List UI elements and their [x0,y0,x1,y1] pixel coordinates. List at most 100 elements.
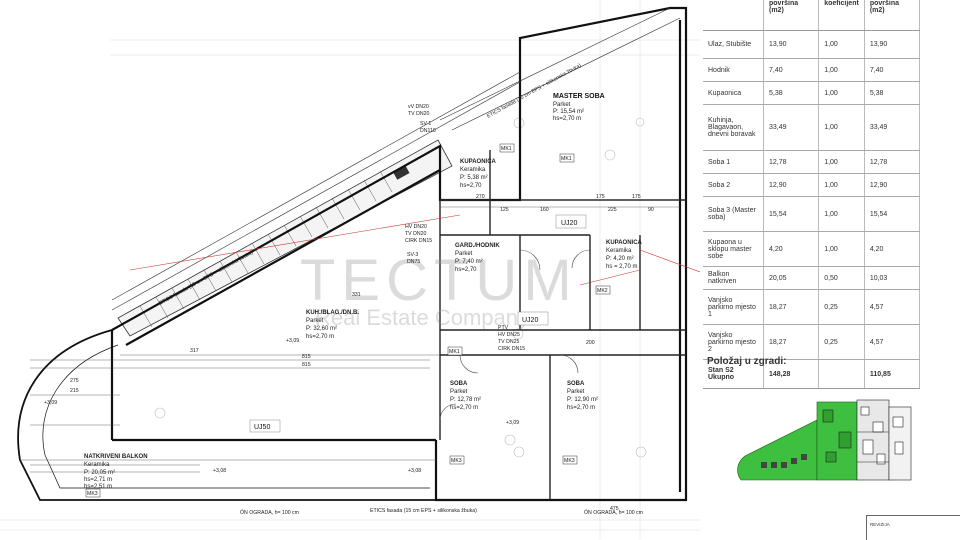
table-cell-net: 13,90 [864,30,921,59]
svg-text:Keramika: Keramika [606,248,632,254]
table-cell-coef: 1,00 [818,173,865,197]
svg-text:CIRK DN15: CIRK DN15 [498,346,525,352]
material-tags: MK1 MK1 MK1 MK2 MK3 MK3 MK3 [85,143,611,498]
svg-text:hs=2,70 m: hs=2,70 m [306,334,334,340]
table-total-name: Stan S2 Ukupno [703,359,764,389]
svg-text:475: 475 [610,506,619,512]
svg-text:PTV: PTV [498,325,509,331]
svg-text:hs=2,51 m: hs=2,51 m [84,484,112,490]
tag-mk3-a: MK3 [87,491,98,497]
table-cell-name: Kupaonica [703,81,764,105]
svg-text:270: 270 [476,194,485,200]
svg-text:175: 175 [632,194,641,200]
room-bathroom-2: KUPAONICA Keramika P: 4,20 m² hs = 2,70 … [606,240,643,270]
table-cell-area: 18,27 [763,324,820,360]
tag-mk2: MK2 [597,288,608,294]
room-label-master: MASTER SOBA [553,93,605,100]
fence-note-left: ŌN OGRADA, h= 100 cm [240,509,299,516]
room-label-bathroom: KUPAONICA [460,159,497,165]
svg-text:225: 225 [608,207,617,213]
svg-text:vV DN20: vV DN20 [408,104,429,110]
svg-text:HV DN25: HV DN25 [498,332,520,338]
area-table-panel: površina (m2) koeficijent površina (m2) … [703,0,921,389]
wall-type-tags: UJ20 UJ20 UJ50 [249,214,587,433]
level-mark-3: +3,08 [213,468,226,474]
grid-axis-markers [154,117,647,458]
table-cell-coef: 1,00 [818,150,865,174]
table-cell-area: 18,27 [763,289,820,325]
svg-text:P: 7,40 m²: P: 7,40 m² [455,259,483,265]
table-cell-coef: 1,00 [818,231,865,267]
table-cell-name: Soba 2 [703,173,764,197]
table-cell-net: 12,78 [864,150,921,174]
tag-uj50: UJ50 [254,424,270,431]
table-header-row: površina (m2) koeficijent površina (m2) [703,0,921,31]
svg-text:DN110: DN110 [420,128,436,134]
svg-text:125: 125 [500,207,509,213]
dimension-lines [30,199,680,473]
svg-text:SV-3: SV-3 [407,252,418,258]
table-cell-name: Kuhinja, Blagavaon, dnevni boravak [703,104,764,151]
table-cell-net: 12,90 [864,173,921,197]
svg-text:hs=2,70: hs=2,70 [455,267,477,273]
svg-text:P: 20,05 m²: P: 20,05 m² [84,470,115,476]
table-header: površina (m2) [864,0,921,31]
svg-text:P: 12,78 m²: P: 12,78 m² [450,397,481,403]
table-cell-net: 4,57 [864,289,921,325]
section-lines [129,214,700,286]
table-cell-name: Soba 3 (Master soba) [703,196,764,232]
room-bedroom-2: SOBA Parket P: 12,90 m² hs=2,70 m [567,381,598,411]
svg-text:DN75: DN75 [407,259,420,265]
svg-text:hs=2,70 m: hs=2,70 m [450,405,478,411]
svg-text:160: 160 [540,207,549,213]
outer-walls [110,6,688,502]
room-label-balcony: NATKRIVENI BALKON [84,454,148,460]
watermark-logo: TECTUM [300,248,578,313]
svg-text:HV DN20: HV DN20 [405,224,427,230]
svg-text:275: 275 [70,378,79,384]
floor-plan-drawing: TECTUM Real Estate Company MASTER SOBA P… [0,0,700,539]
tag-uj20-mid: UJ20 [522,317,538,324]
table-cell-coef: 0,25 [818,289,865,325]
table-cell-area: 13,90 [763,30,820,59]
position-title: Položaj u zgradi: [707,356,787,367]
room-living: KUH./BLAG./DN.B. Parket P: 32,60 m² hs=2… [306,310,359,340]
revision-box: REVIZIJA [866,515,960,540]
table-cell-coef: 1,00 [818,30,865,59]
svg-text:Keramika: Keramika [460,167,486,173]
dimension-values: 175 175 475 815 815 270 90 215 275 200 1… [70,194,654,512]
table-cell-coef: 1,00 [818,81,865,105]
svg-text:hs = 2,70 m: hs = 2,70 m [606,264,638,270]
room-bathroom: KUPAONICA Keramika P: 5,38 m² hs=2,70 [460,159,497,189]
room-label-living: KUH./BLAG./DN.B. [306,310,359,316]
facade-note-bottom: ETICS fasada (15 cm EPS + silikonska žbu… [370,508,477,514]
table-header [703,0,764,31]
level-mark-1: +3,09 [286,338,299,344]
svg-text:SV-1: SV-1 [420,121,431,127]
door-swings [439,249,591,421]
table-total-area: 148,28 [763,359,820,389]
svg-text:P: 32,60 m²: P: 32,60 m² [306,326,337,332]
tag-mk3-b: MK3 [451,458,462,464]
svg-text:P: 12,90 m²: P: 12,90 m² [567,397,598,403]
table-total-coef [818,359,865,389]
svg-text:331: 331 [352,292,361,298]
area-table: površina (m2) koeficijent površina (m2) … [703,0,921,389]
tag-mk1-a: MK1 [561,156,572,162]
table-cell-coef: 1,00 [818,104,865,151]
table-cell-net: 5,38 [864,81,921,105]
table-cell-coef: 1,00 [818,58,865,82]
svg-text:TV DN20: TV DN20 [405,231,426,237]
svg-text:hs=2,70: hs=2,70 [460,183,482,189]
svg-text:Keramika: Keramika [84,462,110,468]
table-cell-area: 7,40 [763,58,820,82]
svg-text:317: 317 [190,348,199,354]
table-cell-name: Kupaona u sklopu master sobe [703,231,764,267]
svg-text:90: 90 [648,207,654,213]
table-cell-coef: 1,00 [818,196,865,232]
table-cell-net: 4,57 [864,324,921,360]
